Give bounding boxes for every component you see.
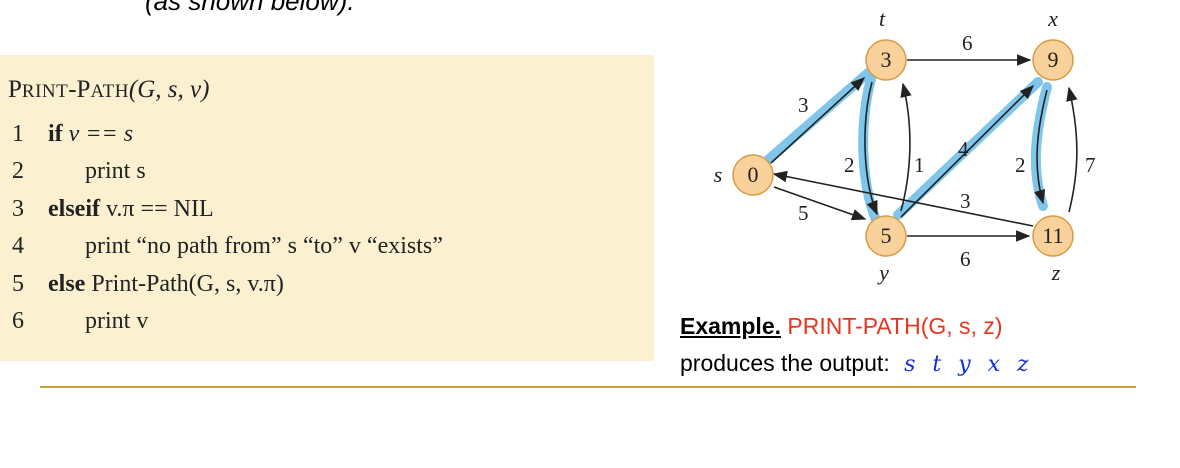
line-number: 4 [12, 233, 24, 259]
line-text: if v == s [48, 121, 134, 147]
node-label-s: s [714, 162, 723, 187]
output-prefix: produces the output: [680, 350, 890, 376]
svg-text:5: 5 [881, 223, 892, 248]
edge-y-x [900, 84, 1035, 218]
weight-y-x: 4 [958, 137, 969, 161]
procedure-signature: PRINT-PATH(G, s, v) [8, 76, 209, 104]
node-z: 11 z [1032, 215, 1074, 285]
shortest-path-graph: 3 5 6 2 1 4 6 2 7 3 0 s 3 t 9 x 5 y [714, 8, 1096, 285]
edge-y-t [900, 82, 912, 212]
node-x: 9 x [1032, 8, 1074, 81]
weight-s-t: 3 [798, 93, 809, 117]
weight-z-s: 3 [960, 189, 971, 213]
weight-y-t: 1 [914, 153, 925, 177]
example-label: Example. [680, 313, 781, 339]
line-text: else Print-Path(G, s, v.π) [48, 271, 284, 297]
pseudocode-panel [0, 55, 654, 361]
line-text: elseif v.π == NIL [48, 196, 214, 222]
node-y: 5 y [865, 215, 907, 285]
highlight-s-t [763, 68, 873, 165]
shortest-path-tree-highlights [763, 68, 1052, 225]
edge-s-t [770, 77, 866, 164]
example-output: produces the output: s t y x z [680, 350, 1029, 377]
node-t: 3 t [865, 8, 907, 81]
edge-s-y [773, 186, 867, 221]
procedure-params: (G, s, v) [128, 76, 210, 103]
line-text: print s [85, 158, 146, 184]
node-s: 0 s [714, 154, 774, 196]
svg-text:9: 9 [1048, 47, 1059, 72]
edge-z-x [1066, 86, 1078, 213]
weight-t-y: 2 [844, 153, 855, 177]
weight-y-z: 6 [960, 247, 971, 271]
line-text: print “no path from” s “to” v “exists” [85, 233, 443, 259]
svg-text:11: 11 [1042, 223, 1063, 248]
output-sequence: s t y x z [904, 352, 1029, 377]
line-number: 3 [12, 196, 24, 222]
svg-text:0: 0 [748, 162, 759, 187]
weight-z-x: 7 [1085, 153, 1096, 177]
edge-t-y [864, 81, 878, 216]
node-label-t: t [879, 8, 886, 31]
line-number: 2 [12, 158, 24, 184]
line-text: print v [85, 308, 149, 334]
node-label-x: x [1047, 8, 1058, 31]
weight-s-y: 5 [798, 201, 809, 225]
line-number: 6 [12, 308, 24, 334]
line-number: 5 [12, 271, 24, 297]
weight-t-x: 6 [962, 31, 973, 55]
edge-x-z [1034, 89, 1048, 205]
divider-line [40, 386, 1136, 388]
edge-z-s [772, 170, 1034, 227]
node-label-y: y [877, 260, 889, 285]
weight-x-z: 2 [1015, 153, 1026, 177]
example-caption: Example. PRINT-PATH(G, s, z) [680, 313, 1002, 340]
svg-text:3: 3 [881, 47, 892, 72]
cut-off-caption: (as shown below). [145, 0, 355, 16]
line-number: 1 [12, 121, 24, 147]
node-label-z: z [1051, 260, 1061, 285]
example-call: PRINT-PATH(G, s, z) [787, 313, 1003, 339]
procedure-name: PRINT-PATH [8, 76, 129, 103]
